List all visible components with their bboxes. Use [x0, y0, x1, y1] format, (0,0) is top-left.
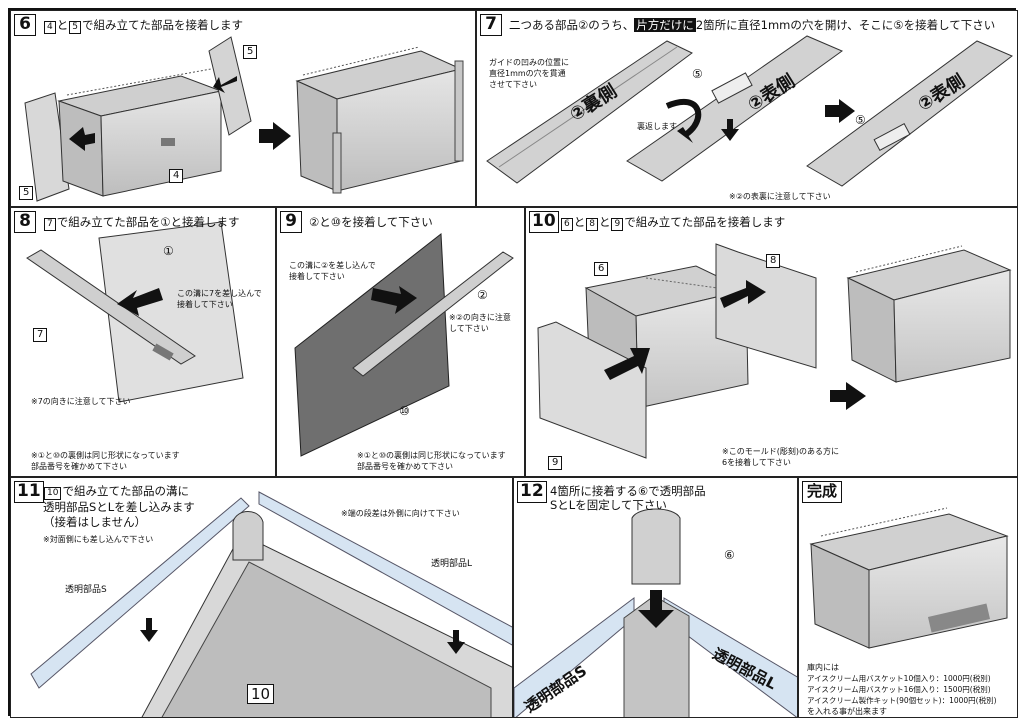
step-6-label-5-bottom: 5: [19, 186, 34, 200]
step-8-illustration: [26, 221, 244, 403]
step-11-title-line-1: で組み立てた部品の溝に: [62, 484, 189, 498]
step-9-label-ten: ⑩: [399, 404, 410, 418]
step-11-number: 11: [14, 481, 44, 503]
complete-item-3: アイスクリーム製作キット(90個セット)：1000円(税別): [807, 696, 997, 705]
step-7-illustration: [486, 35, 1013, 187]
step-7-label-five-2: ⑤: [855, 113, 866, 127]
step-11-title-line-2: 透明部品SとLを差し込みます: [43, 500, 195, 514]
step-9-note-orient: ※②の向きに注意 して下さい: [449, 313, 511, 333]
step-8-title-rest: で組み立てた部品を①と接着します: [56, 215, 240, 229]
step-10-title-rest: で組み立てた部品を接着します: [624, 215, 786, 229]
step-10-label-eight: 8: [766, 254, 781, 268]
step-10-title-and-2: と: [598, 215, 611, 229]
step-10-title-and-1: と: [573, 215, 586, 229]
step-8-note-same: ※①と⑩の裏側は同じ形状になっています 部品番号を確かめて下さい: [31, 451, 180, 471]
step-12-title: 4箇所に接着する⑥で透明部品 SとLを固定して下さい: [550, 484, 706, 512]
complete-item-1: アイスクリーム用バスケット10個入り：1000円(税別): [807, 674, 991, 683]
step-12-title-line-2: SとLを固定して下さい: [550, 498, 667, 512]
step-9-label-two: ②: [477, 288, 488, 302]
step-6-label-5-top: 5: [243, 45, 258, 59]
step-8-note-groove: この溝に7を差し込んで 接着して下さい: [177, 289, 262, 309]
step-12-label-six: ⑥: [724, 548, 735, 562]
step-12-illustration: [514, 508, 797, 717]
complete-inside: 庫内には: [807, 663, 839, 672]
step-6-title-rest: で組み立てた部品を接着します: [81, 18, 243, 32]
step-9-illustration: [294, 233, 514, 457]
step-12-number: 12: [517, 481, 547, 503]
step-10-note-mold: ※このモールド(彫刻)のある方に 6を接着して下さい: [722, 447, 839, 467]
step-8-number: 8: [14, 211, 36, 233]
step-6-label-4: 4: [169, 169, 184, 183]
step-9-title: ②と⑩を接着して下さい: [309, 214, 433, 230]
step-7-title-pre: 二つある部品②のうち、: [509, 18, 635, 32]
step-10-illustration: [537, 243, 1012, 459]
step-9-note-groove: この溝に②を差し込んで 接着して下さい: [289, 261, 376, 281]
step-9-title-rest: ②と⑩を接着して下さい: [309, 215, 433, 229]
step-12-title-line-1: 4箇所に接着する⑥で透明部品: [550, 484, 706, 498]
step-11-illustration: [30, 491, 512, 717]
step-9-panel: 9 ②と⑩を接着して下さい この溝に②を差し込んで 接着して下さい ② ※②の向…: [276, 207, 525, 477]
step-6-number: 6: [14, 14, 36, 36]
step-10-number: 10: [529, 211, 559, 233]
step-9-number: 9: [280, 211, 302, 233]
step-11-part-10: 10: [44, 487, 62, 500]
complete-item-2: アイスクリーム用バスケット16個入り：1500円(税別): [807, 685, 991, 694]
step-10-label-six: 6: [594, 262, 609, 276]
step-8-label-one: ①: [163, 244, 174, 258]
step-11-label-s: 透明部品S: [65, 585, 107, 595]
step-7-title-post: 2箇所に直径1mmの穴を開け、そこに⑤を接着して下さい: [695, 18, 996, 32]
step-7-note-guide: ガイドの凹みの位置に 直径1mmの穴を貫通 させて下さい: [489, 58, 569, 89]
step-6-part-5: 5: [69, 21, 81, 34]
step-6-title-and: と: [56, 18, 69, 32]
step-7-number: 7: [480, 14, 502, 36]
step-12-panel: 12 4箇所に接着する⑥で透明部品 SとLを固定して下さい ⑥ 透明部品S 透明…: [513, 477, 798, 718]
step-11-label-ten: 10: [247, 684, 275, 704]
step-10-label-nine: 9: [548, 456, 563, 470]
step-10-part-8: 8: [586, 218, 598, 231]
step-11-label-l: 透明部品L: [431, 559, 473, 569]
step-8-note-orient: ※7の向きに注意して下さい: [31, 397, 131, 406]
step-6-part-4: 4: [44, 21, 56, 34]
step-10-part-9: 9: [611, 218, 624, 231]
step-6-illustration: [24, 36, 464, 202]
complete-closing: を入れる事が出来ます: [807, 707, 887, 716]
complete-title: 完成: [802, 481, 842, 503]
complete-illustration: [809, 507, 1009, 649]
step-9-note-same: ※①と⑩の裏側は同じ形状になっています 部品番号を確かめて下さい: [357, 451, 506, 471]
step-11-title-line-3: （接着はしません）: [43, 515, 147, 529]
step-8-label-seven: 7: [33, 328, 48, 342]
step-7-note-flip: 裏返します: [637, 122, 677, 131]
complete-panel: 完成 庫内には アイスクリーム用バスケット10個入り：1000円(税別) アイス…: [798, 477, 1018, 718]
step-11-note-opposite: ※対面側にも差し込んで下さい: [43, 535, 154, 544]
step-7-title-highlight: 片方だけに: [634, 18, 696, 32]
step-11-note-step: ※端の段差は外側に向けて下さい: [341, 509, 460, 518]
step-10-part-6: 6: [561, 218, 573, 231]
step-7-note-caution: ※②の表裏に注意して下さい: [729, 192, 831, 201]
step-8-part-7: 7: [44, 218, 56, 231]
step-7-label-five-1: ⑤: [692, 67, 703, 81]
